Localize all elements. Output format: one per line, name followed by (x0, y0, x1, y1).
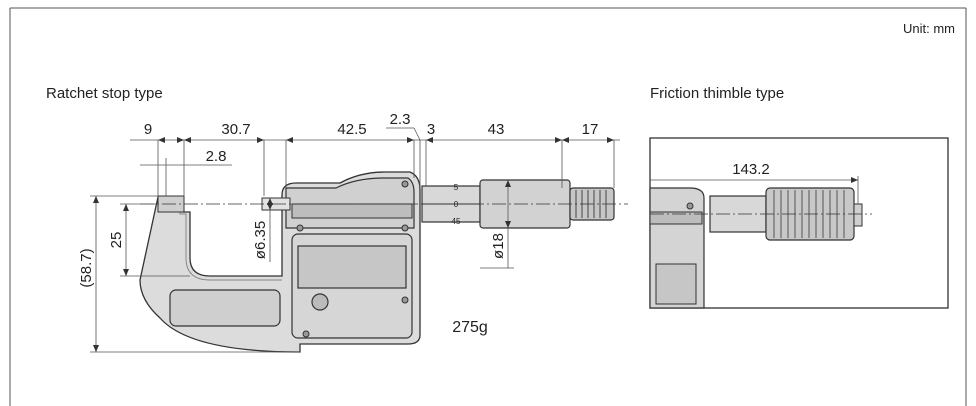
dimension-arrows (93, 137, 614, 352)
lcd-display (297, 245, 407, 289)
screw-icon (401, 180, 409, 188)
dim-18: ø18 (490, 233, 507, 259)
weight-label: 275g (452, 319, 488, 336)
inset-end-cap (853, 203, 863, 227)
scale-5: 5 (454, 183, 459, 192)
frame-inner-line (162, 200, 282, 281)
dim-2-8: 2.8 (206, 148, 227, 165)
dim-25: 25 (108, 232, 125, 249)
scale-45: 45 (452, 217, 461, 226)
ratchet-stop-title: Ratchet stop type (46, 85, 163, 102)
dim-30-7: 30.7 (221, 121, 250, 138)
button-icon (311, 293, 329, 311)
dimension-lines (90, 127, 620, 353)
dim-2-3: 2.3 (390, 111, 411, 128)
scale-0: 0 (454, 200, 459, 209)
inset-guide (649, 211, 703, 225)
outer-border (9, 7, 967, 406)
screw-icon (686, 202, 694, 210)
friction-thimble-title: Friction thimble type (650, 85, 784, 102)
screw-icon (401, 224, 409, 232)
unit-label: Unit: mm (903, 21, 955, 36)
dim-3: 3 (427, 121, 435, 138)
dim-43: 43 (488, 121, 505, 138)
dim-17: 17 (582, 121, 599, 138)
insulation-pad (169, 289, 281, 327)
screw-icon (302, 330, 310, 338)
dim-42-5: 42.5 (337, 121, 366, 138)
dim-6-35: ø6.35 (252, 221, 269, 259)
dim-143-2: 143.2 (732, 161, 770, 178)
inset-display (655, 263, 697, 305)
screw-icon (401, 296, 409, 304)
dim-9: 9 (144, 121, 152, 138)
micrometer-drawing (139, 171, 628, 353)
screw-icon (296, 224, 304, 232)
dim-58-7: (58.7) (78, 248, 95, 287)
friction-thimble-inset (649, 137, 949, 309)
spindle-guide (291, 203, 413, 219)
